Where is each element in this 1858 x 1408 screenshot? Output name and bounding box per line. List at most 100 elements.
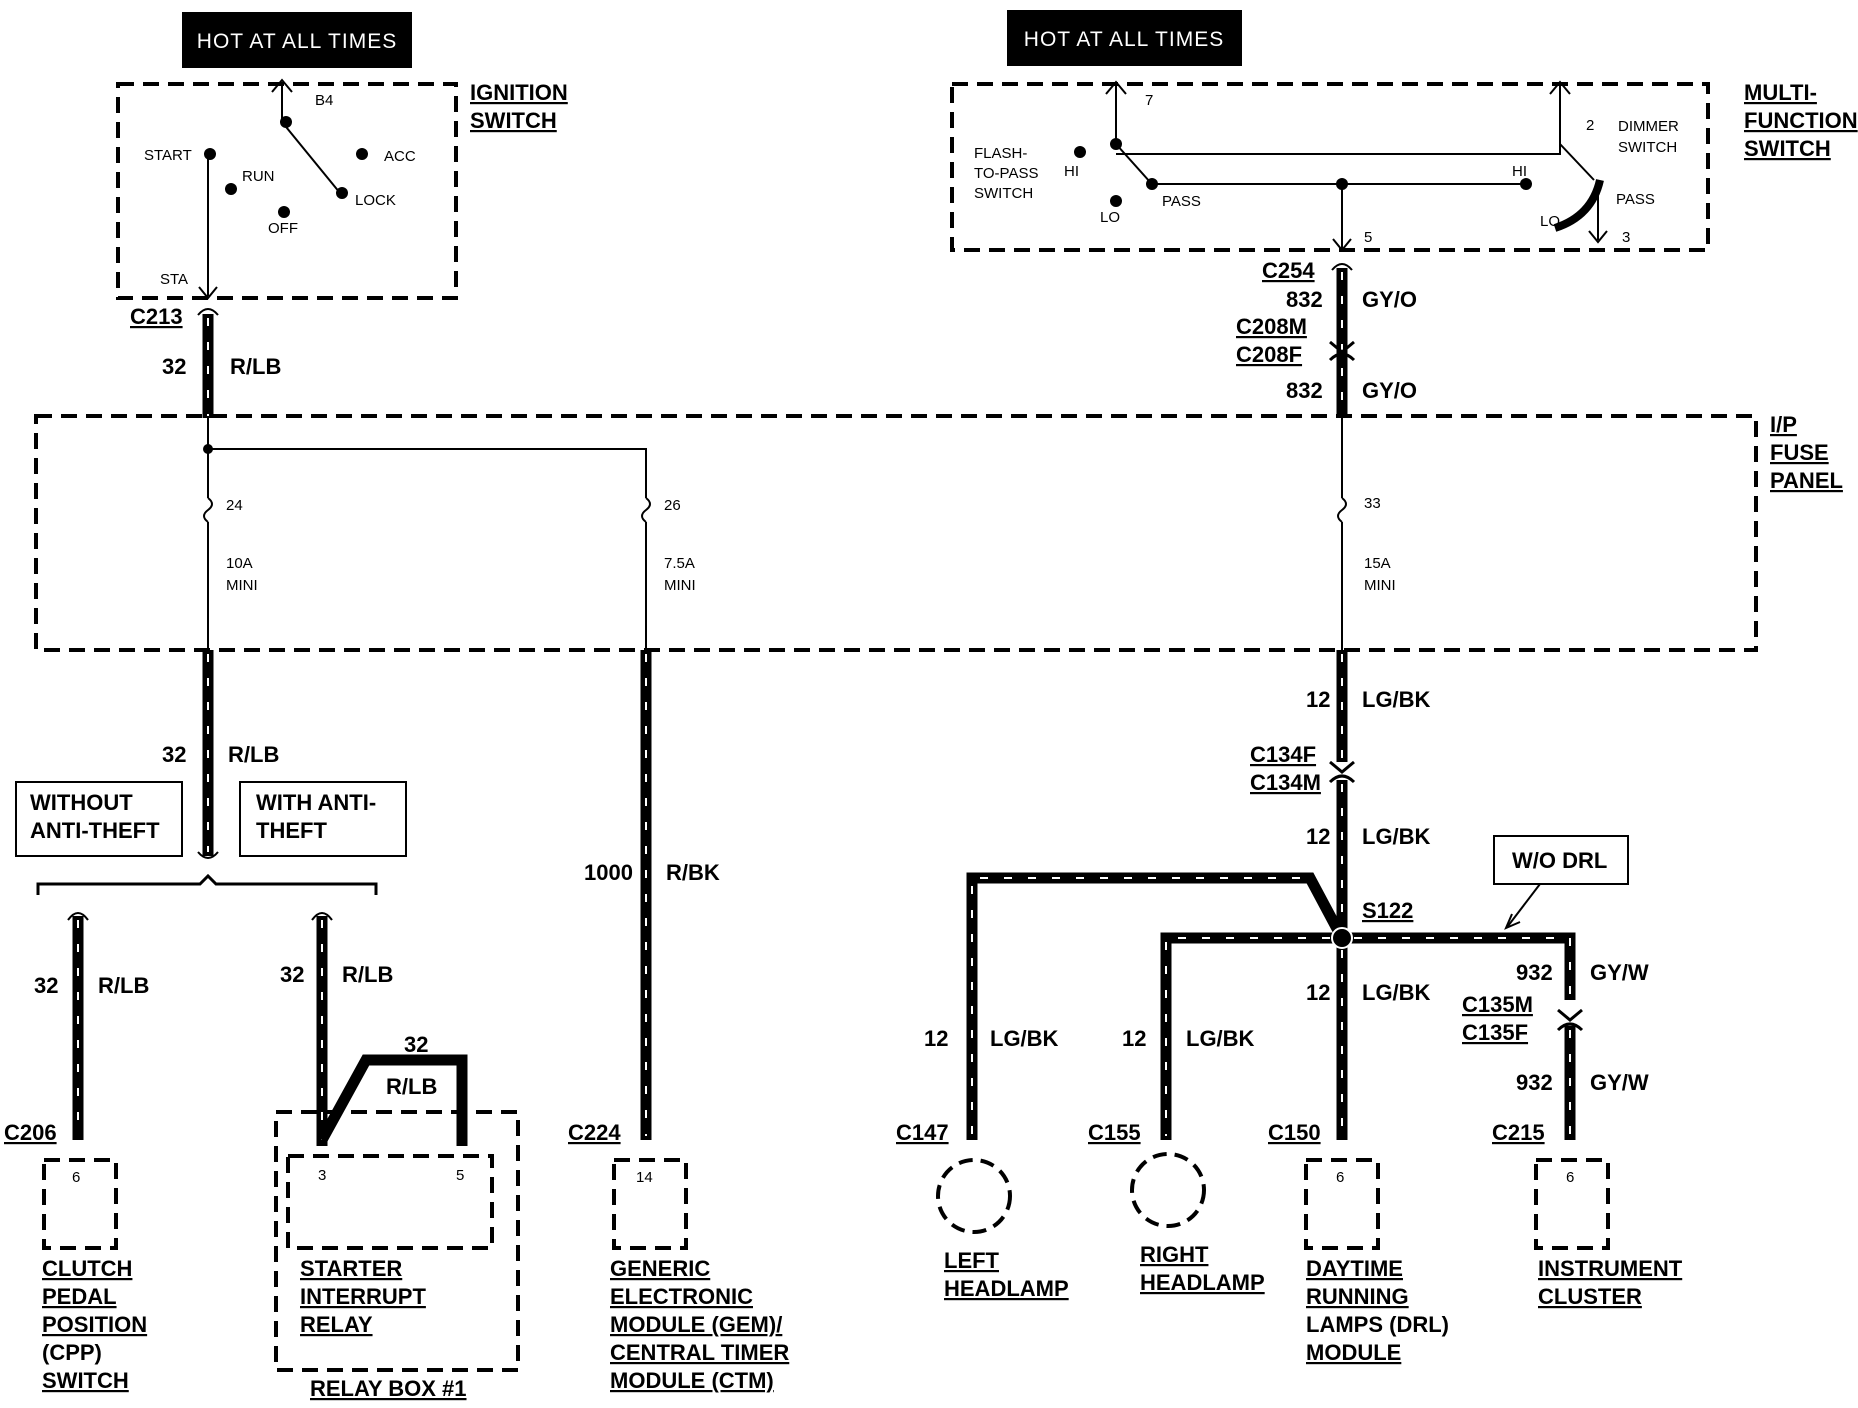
- ignition-acc-label: ACC: [384, 148, 416, 165]
- connector-c254: C254: [1262, 258, 1315, 283]
- wire-12b-color: LG/BK: [1362, 824, 1431, 849]
- wire-932-top-stripe: [1354, 937, 1571, 996]
- fuse-24-symbol: [203, 497, 213, 523]
- wire-12e-num: 12: [1306, 980, 1330, 1005]
- splice-s122-dot: [1331, 927, 1353, 949]
- flash-pivot: [1110, 138, 1122, 150]
- ignition-sta-label: STA: [160, 271, 188, 288]
- wire-12-left-headlamp: [966, 872, 1347, 1140]
- fuse-33-symbol: [1337, 497, 1347, 523]
- connector-c213: C213: [130, 304, 183, 329]
- wire-32-top-num: 32: [162, 354, 186, 379]
- right-headlamp-label-2: HEADLAMP: [1140, 1270, 1265, 1295]
- ignition-pivot: [280, 116, 292, 128]
- wire-12e-color: LG/BK: [1362, 980, 1431, 1005]
- wire-12-right-headlamp: [1160, 932, 1342, 1140]
- fuse-26-symbol: [641, 497, 651, 523]
- wire-932b-num: 932: [1516, 1070, 1553, 1095]
- wire-832b-color: GY/O: [1362, 378, 1417, 403]
- fuse-26-rating: 7.5A: [664, 555, 695, 572]
- instrument-cluster-box: [1534, 1158, 1610, 1250]
- wire-12c-num: 12: [924, 1026, 948, 1051]
- dimmer-label-1: DIMMER: [1618, 118, 1679, 135]
- wire-32-mid-end: [197, 851, 219, 859]
- wire-32-jumper-num: 32: [404, 1032, 428, 1057]
- cpp-label-3: POSITION: [42, 1312, 147, 1337]
- multifunction-switch-box: [950, 82, 1710, 252]
- ignition-switch-title-1: IGNITION: [470, 80, 568, 105]
- dimmer-arm: [1559, 82, 1595, 181]
- gem-pin: 14: [636, 1169, 653, 1186]
- ignition-b4: B4: [315, 92, 333, 109]
- fuse-33-type: MINI: [1364, 577, 1396, 594]
- flash-hi-label: HI: [1064, 163, 1079, 180]
- wo-drl-box: [1493, 835, 1629, 885]
- ignition-start-label: START: [144, 147, 192, 164]
- dimmer-pin3-arrow: [1588, 230, 1608, 244]
- cpp-switch-box: [42, 1158, 118, 1250]
- mfs-top-bus: [1116, 110, 1561, 155]
- fuse-24-num: 24: [226, 497, 243, 514]
- connector-c134m: C134M: [1250, 770, 1321, 795]
- ignition-off-dot: [278, 206, 290, 218]
- drl-label-2: RUNNING: [1306, 1284, 1409, 1309]
- with-anti-theft-1: WITH ANTI-: [256, 790, 376, 815]
- wire-12a-color: LG/BK: [1362, 687, 1431, 712]
- wire-932b-color: GY/W: [1590, 1070, 1649, 1095]
- wire-12-left-headlamp-stripe: [971, 877, 1300, 1136]
- gem-label-1: GENERIC: [610, 1256, 710, 1281]
- cpp-label-2: PEDAL: [42, 1284, 117, 1309]
- flash-arrow-up: [1105, 80, 1127, 95]
- gem-label-5: MODULE (CTM): [610, 1368, 774, 1393]
- flash-label-2: TO-PASS: [974, 165, 1038, 182]
- gem-label-2: ELECTRONIC: [610, 1284, 753, 1309]
- connector-c135m: C135M: [1462, 992, 1533, 1017]
- wo-drl-label: W/O DRL: [1512, 848, 1607, 873]
- fuse-panel-splice: [203, 444, 213, 454]
- drl-label-3: LAMPS (DRL): [1306, 1312, 1449, 1337]
- connector-c155: C155: [1088, 1120, 1141, 1145]
- wire-12d-color: LG/BK: [1186, 1026, 1255, 1051]
- drl-pin: 6: [1336, 1169, 1344, 1186]
- wire-832a-color: GY/O: [1362, 287, 1417, 312]
- fuse-24-rating: 10A: [226, 555, 253, 572]
- dimmer-hi-label: HI: [1512, 163, 1527, 180]
- relay-label-1: STARTER: [300, 1256, 402, 1281]
- ignition-run-label: RUN: [242, 168, 275, 185]
- connector-c147: C147: [896, 1120, 949, 1145]
- dimmer-arrow-up: [1549, 80, 1571, 95]
- ignition-run-dot: [225, 183, 237, 195]
- relay-pin-5: 5: [456, 1167, 464, 1184]
- hot-label-right-box: [1007, 10, 1242, 66]
- cluster-pin: 6: [1566, 1169, 1574, 1186]
- flash-lo-label: LO: [1100, 209, 1120, 226]
- ignition-arrow-up: [271, 78, 293, 93]
- wire-932a-color: GY/W: [1590, 960, 1649, 985]
- relay-label-3: RELAY: [300, 1312, 373, 1337]
- connector-c135f: C135F: [1462, 1020, 1528, 1045]
- fuse-33-rating: 15A: [1364, 555, 1391, 572]
- option-brace: [36, 873, 378, 895]
- relay-box-label: RELAY BOX #1: [310, 1376, 467, 1401]
- pin-5: 5: [1364, 229, 1372, 246]
- cpp-label-1: CLUTCH: [42, 1256, 132, 1281]
- dimmer-label-2: SWITCH: [1618, 139, 1677, 156]
- mfs-title-1: MULTI-: [1744, 80, 1817, 105]
- connector-c150: C150: [1268, 1120, 1321, 1145]
- ignition-lock-dot: [336, 187, 348, 199]
- ignition-acc-dot: [356, 148, 368, 160]
- dimmer-hi-dot: [1520, 178, 1532, 190]
- hot-label-left: HOT AT ALL TIMES: [197, 30, 397, 53]
- wire-12d-num: 12: [1122, 1026, 1146, 1051]
- connector-c208f: C208F: [1236, 342, 1302, 367]
- wire-12b-num: 12: [1306, 824, 1330, 849]
- wire-832a-num: 832: [1286, 287, 1323, 312]
- cpp-label-4: (CPP): [42, 1340, 102, 1365]
- hot-label-right: HOT AT ALL TIMES: [1024, 28, 1224, 51]
- flash-hi-dot: [1074, 146, 1086, 158]
- fuse-panel-title-1: I/P: [1770, 412, 1797, 437]
- relay-pin-3: 3: [318, 1167, 326, 1184]
- cluster-label-2: CLUSTER: [1538, 1284, 1642, 1309]
- left-headlamp-symbol: [936, 1158, 1012, 1234]
- wo-drl-pointer-head: [1504, 913, 1521, 930]
